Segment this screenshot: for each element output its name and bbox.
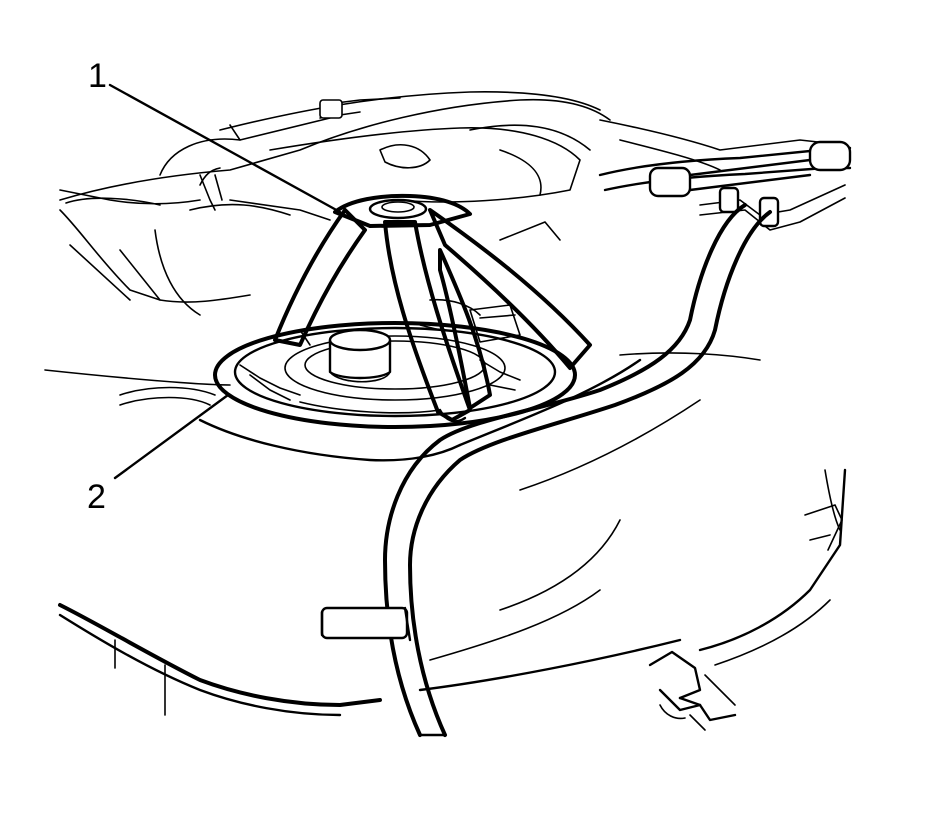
callout-2-label: 2 (87, 478, 106, 516)
vehicle-body-background (59, 91, 846, 316)
frame-tube (320, 203, 772, 737)
callout-1-leader (108, 83, 342, 214)
fuel-pump-module-flange (213, 298, 577, 429)
callout-1-label: 1 (88, 57, 107, 95)
callout-2-leader (113, 393, 230, 480)
fuel-tank (44, 352, 847, 717)
fuel-lines (199, 97, 852, 231)
lock-ring-tool (273, 193, 592, 423)
